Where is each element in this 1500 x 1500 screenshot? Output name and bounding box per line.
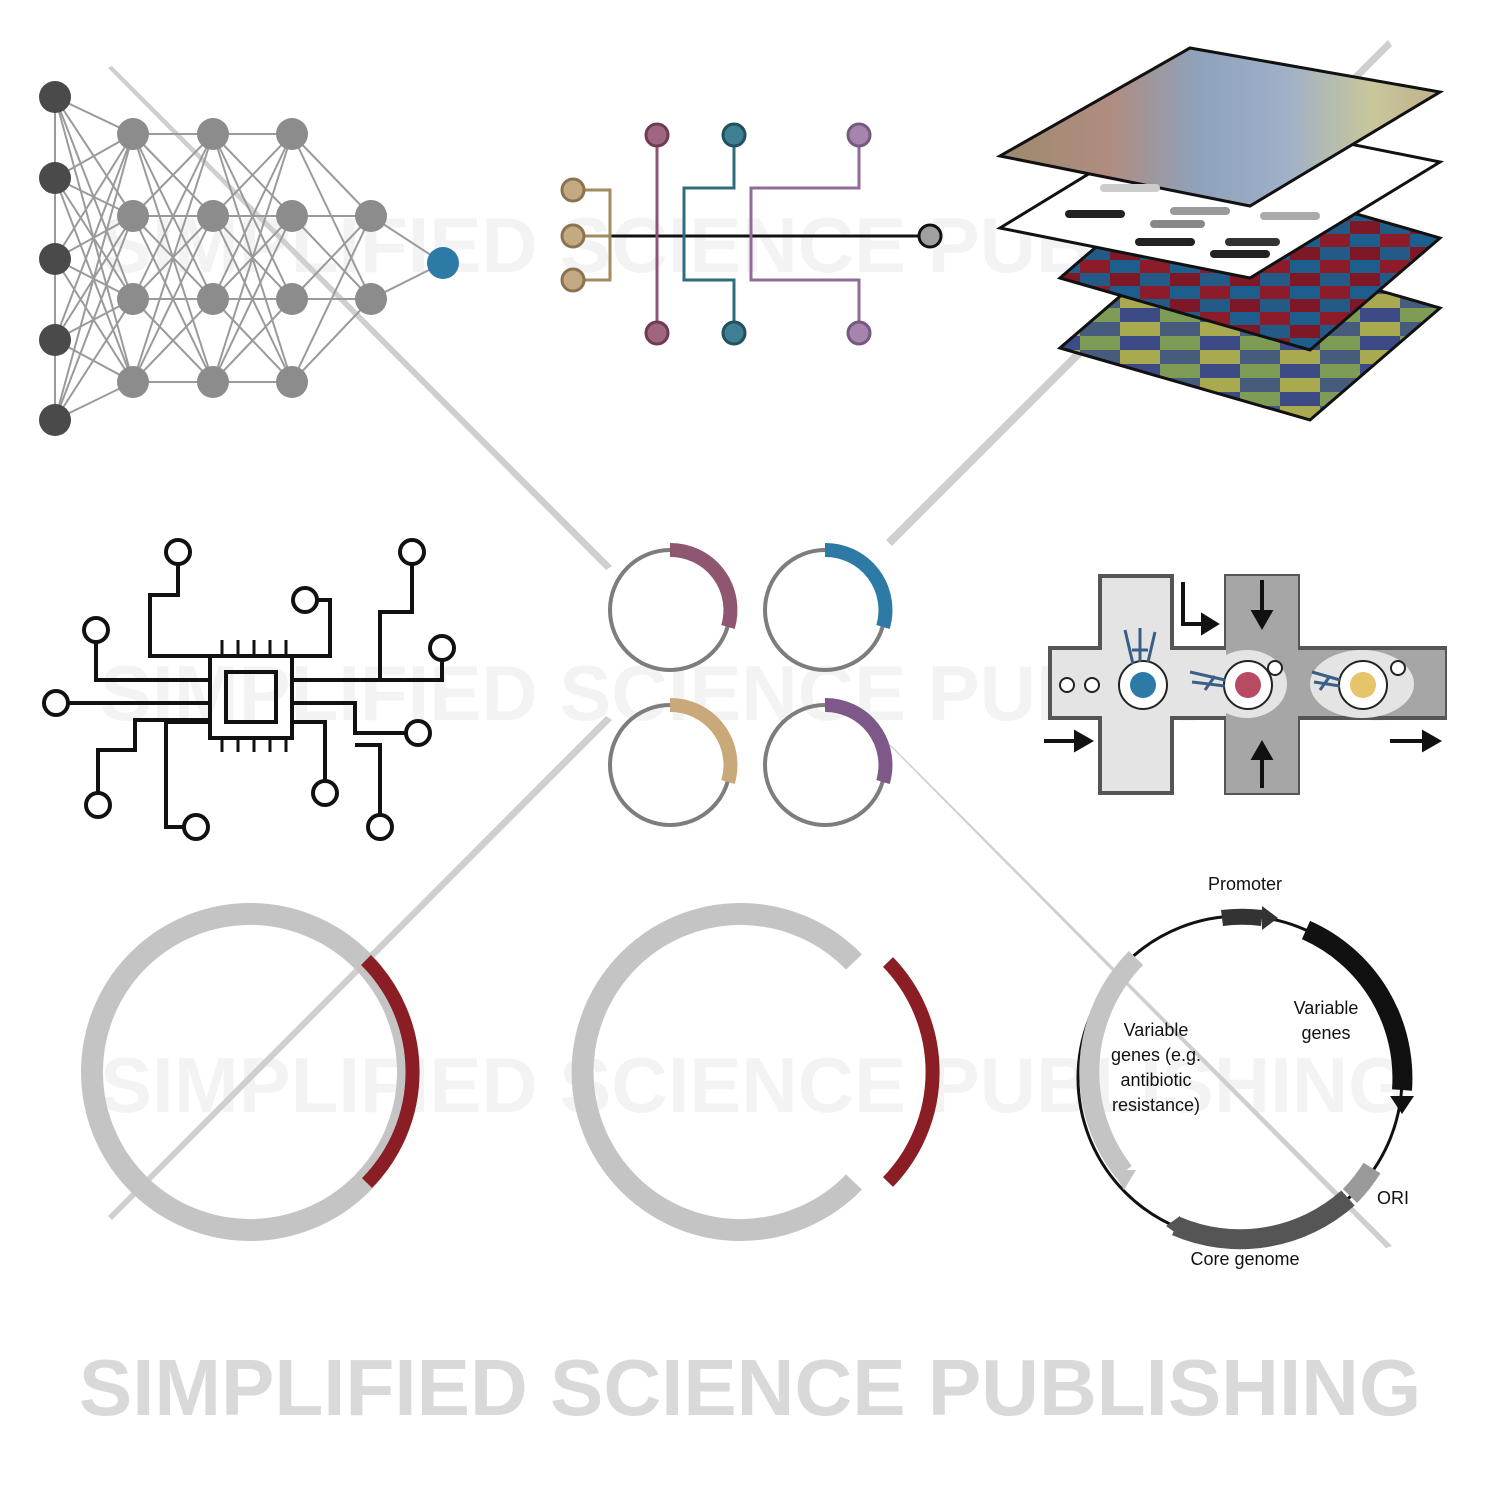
watermark-main: SIMPLIFIED SCIENCE PUBLISHING xyxy=(79,1343,1421,1432)
nn-node xyxy=(117,200,149,232)
plasmid-map-icon: Promoter Variable genes Variable genes (… xyxy=(1076,874,1414,1269)
connector-top-left xyxy=(108,66,612,570)
four-circles-icon xyxy=(608,542,893,827)
nn-node xyxy=(276,366,308,398)
nn-node xyxy=(197,118,229,150)
microchip-icon xyxy=(42,538,456,841)
nn-node xyxy=(197,366,229,398)
circuit-tree-icon xyxy=(560,122,943,346)
nn-node xyxy=(117,366,149,398)
connector-bottom-right xyxy=(886,742,1392,1248)
nn-node xyxy=(39,243,71,275)
label-variable-genes-right-2: genes xyxy=(1301,1023,1350,1043)
label-variable-genes-left-4: resistance) xyxy=(1112,1095,1200,1115)
nn-node xyxy=(117,118,149,150)
nn-node xyxy=(355,283,387,315)
label-ori: ORI xyxy=(1377,1188,1409,1208)
label-core-genome: Core genome xyxy=(1190,1249,1299,1269)
nn-node xyxy=(355,200,387,232)
label-variable-genes-left-1: Variable xyxy=(1124,1020,1189,1040)
intact-plasmid-icon xyxy=(81,903,420,1241)
nn-node xyxy=(427,247,459,279)
label-variable-genes-right-1: Variable xyxy=(1294,998,1359,1018)
microfluidic-sorter-icon xyxy=(1044,574,1447,795)
nn-node xyxy=(39,81,71,113)
label-variable-genes-left-3: antibiotic xyxy=(1120,1070,1191,1090)
neural-network-icon xyxy=(39,81,459,436)
label-promoter: Promoter xyxy=(1208,874,1282,894)
cut-plasmid-icon xyxy=(571,903,940,1241)
nn-node xyxy=(276,200,308,232)
nn-node xyxy=(197,200,229,232)
nn-node xyxy=(276,283,308,315)
nn-node xyxy=(39,324,71,356)
nn-node xyxy=(39,404,71,436)
data-layers-icon xyxy=(995,46,1445,422)
watermark-faint-3: SIMPLIFIED SCIENCE PUBLISHING xyxy=(100,1041,1409,1129)
nn-node xyxy=(117,283,149,315)
nn-node xyxy=(39,162,71,194)
nn-node xyxy=(276,118,308,150)
label-variable-genes-left-2: genes (e.g. xyxy=(1111,1045,1201,1065)
nn-node xyxy=(197,283,229,315)
